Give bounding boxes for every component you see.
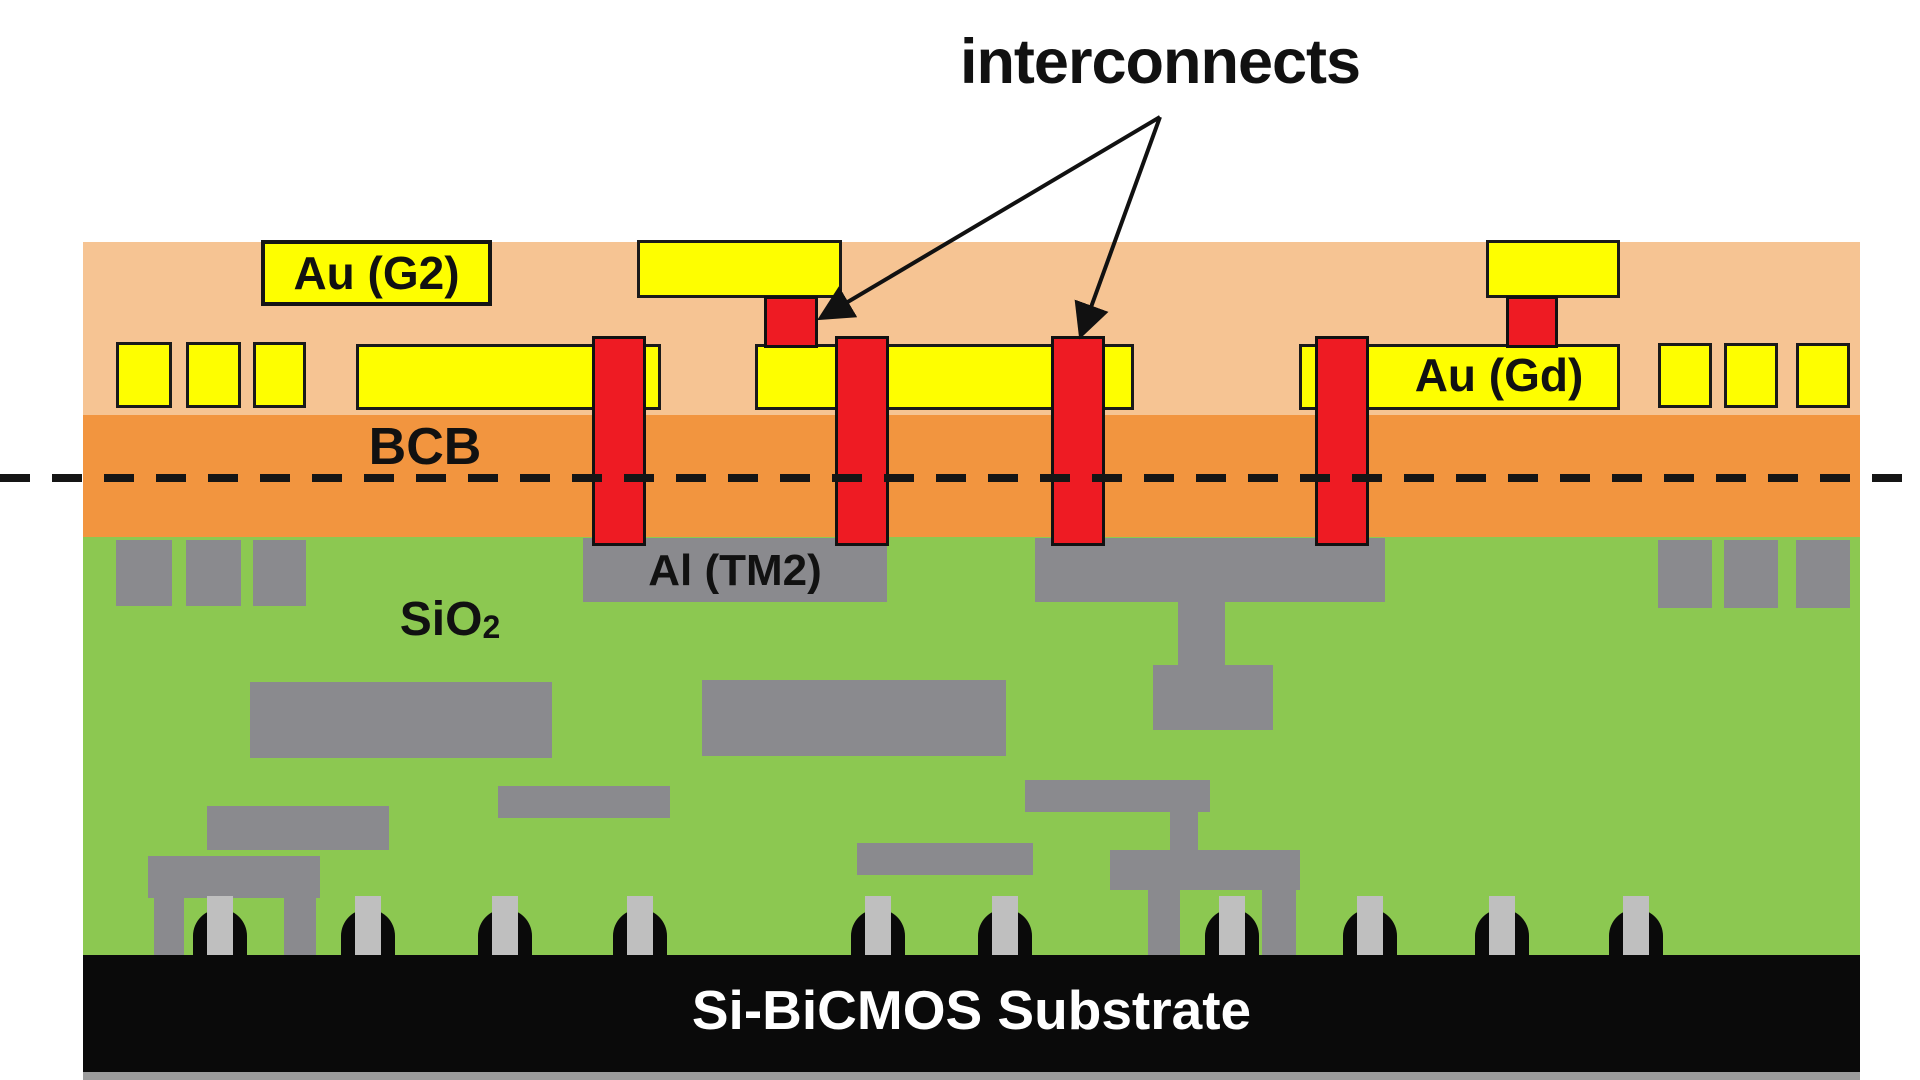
sio2-label-main: SiO <box>399 592 483 646</box>
transistor-bump-pillar-6 <box>992 896 1018 955</box>
buried-block-2 <box>702 680 1006 756</box>
figure-bottom-edge <box>83 1072 1860 1080</box>
interconnect-arrow-2 <box>1074 116 1162 340</box>
sio2-label-subscript: 2 <box>482 609 501 645</box>
gate-bracket-left-leg-1 <box>154 898 184 955</box>
tm2-square-left-2 <box>186 540 241 606</box>
transistor-bump-pillar-4 <box>627 896 653 955</box>
au-gd-label: Au (Gd) <box>1414 349 1584 401</box>
g2-cap-1 <box>637 240 842 298</box>
buried-bar-3 <box>857 843 1033 875</box>
gd-square-left-3 <box>253 342 306 408</box>
gd-square-left-2 <box>186 342 241 408</box>
tm2-square-left-3 <box>253 540 306 606</box>
tm2-block-2 <box>1035 538 1385 602</box>
contact-stem <box>1178 600 1225 668</box>
via-tall-4 <box>1315 336 1369 546</box>
transistor-bump-pillar-1 <box>207 896 233 955</box>
interconnect-arrow-1 <box>817 115 1162 321</box>
transistor-bump-pillar-9 <box>1489 896 1515 955</box>
tm2-block-1 <box>583 538 887 602</box>
gate-bracket-left-leg-2 <box>284 898 316 955</box>
bcb-label: BCB <box>368 418 482 476</box>
via-tall-1 <box>592 336 646 546</box>
buried-link <box>1170 812 1198 854</box>
transistor-bump-pillar-3 <box>492 896 518 955</box>
al-tm2-label: Al (TM2) <box>648 546 822 595</box>
substrate-label: Si-BiCMOS Substrate <box>691 979 1252 1041</box>
buried-bar-2 <box>498 786 670 818</box>
pedestal-block <box>1153 665 1273 730</box>
gd-square-right-2 <box>1724 343 1778 408</box>
transistor-bump-pillar-8 <box>1357 896 1383 955</box>
transistor-bump-pillar-5 <box>865 896 891 955</box>
tm2-square-right-1 <box>1658 540 1712 608</box>
gd-square-right-3 <box>1796 343 1850 408</box>
gate-bracket-left-bar <box>148 856 320 898</box>
wafer-bond-dashed-line <box>0 474 1920 482</box>
tm2-square-right-3 <box>1796 540 1850 608</box>
au-g2-label: Au (G2) <box>261 240 492 306</box>
via-tall-2 <box>835 336 889 546</box>
buried-bar-4 <box>1025 780 1210 812</box>
tm2-square-left-1 <box>116 540 172 606</box>
via-short-1 <box>764 296 818 348</box>
buried-block-1 <box>250 682 552 758</box>
tm2-square-right-2 <box>1724 540 1778 608</box>
transistor-bump-pillar-10 <box>1623 896 1649 955</box>
gate-bracket-right-bar <box>1110 850 1300 890</box>
layer-substrate <box>83 955 1860 1072</box>
title-interconnects: interconnects <box>959 27 1361 97</box>
via-tall-3 <box>1051 336 1105 546</box>
transistor-bump-pillar-2 <box>355 896 381 955</box>
transistor-bump-pillar-7 <box>1219 896 1245 955</box>
gate-bracket-right-leg-2 <box>1262 890 1296 955</box>
via-short-2 <box>1506 296 1558 348</box>
gate-bracket-right-leg-1 <box>1148 890 1180 955</box>
buried-bar-1 <box>207 806 389 850</box>
gd-square-right-1 <box>1658 343 1712 408</box>
gd-square-left-1 <box>116 342 172 408</box>
